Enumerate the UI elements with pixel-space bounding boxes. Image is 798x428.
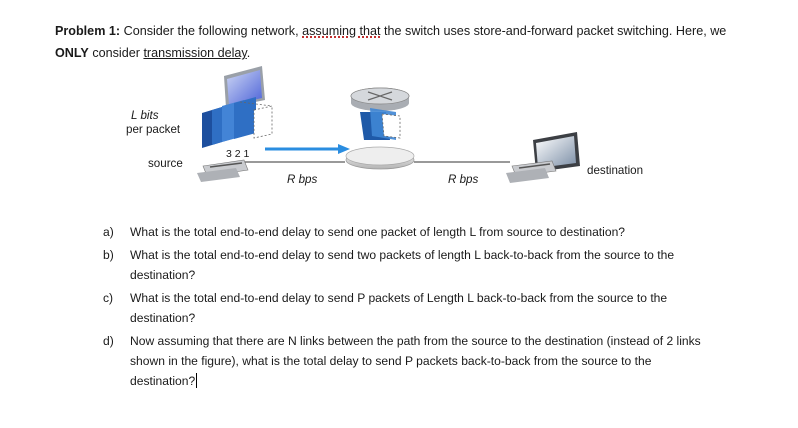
- text-cursor: [196, 373, 198, 388]
- switch-icon: [345, 87, 415, 170]
- problem-text-1: Consider the following network,: [120, 24, 303, 38]
- destination-label: destination: [587, 164, 644, 177]
- question-text: What is the total end-to-end delay to se…: [130, 248, 675, 282]
- question-marker: a): [103, 225, 114, 239]
- problem-text-2: the switch uses store-and-forward packet…: [380, 24, 727, 38]
- problem-text-3: consider: [88, 46, 144, 60]
- l-bits-text: L bits: [131, 109, 159, 122]
- source-label: source: [148, 157, 183, 170]
- per-packet-label: per packet: [126, 123, 181, 136]
- destination-computer-icon: [506, 132, 580, 183]
- question-a: a) What is the total end-to-end delay to…: [103, 222, 715, 242]
- question-marker: d): [103, 334, 114, 348]
- problem-statement: Problem 1: Consider the following networ…: [55, 20, 745, 64]
- link-arrow-icon: [338, 144, 350, 154]
- question-d: d) Now assuming that there are N links b…: [103, 331, 715, 391]
- question-text: What is the total end-to-end delay to se…: [130, 291, 668, 325]
- question-c: c) What is the total end-to-end delay to…: [103, 288, 715, 328]
- problem-end: .: [246, 46, 251, 60]
- problem-label: Problem 1:: [55, 24, 121, 38]
- question-text: What is the total end-to-end delay to se…: [130, 225, 626, 239]
- network-figure: [197, 66, 580, 183]
- problem-only: ONLY: [55, 46, 89, 60]
- packet-numbers-label: 3 2 1: [226, 148, 250, 160]
- question-b: b) What is the total end-to-end delay to…: [103, 245, 715, 285]
- question-marker: c): [103, 291, 114, 305]
- question-list: a) What is the total end-to-end delay to…: [103, 222, 715, 394]
- question-marker: b): [103, 248, 114, 262]
- problem-underlined: transmission delay: [143, 46, 247, 60]
- l-bits-label: L bits: [131, 109, 159, 122]
- question-text: Now assuming that there are N links betw…: [130, 334, 701, 388]
- problem-dotted-phrase: assuming that: [302, 24, 381, 38]
- rate-right-label: R bps: [448, 173, 479, 186]
- packet-stack-icon: [202, 97, 273, 148]
- rate-left-label: R bps: [287, 173, 318, 186]
